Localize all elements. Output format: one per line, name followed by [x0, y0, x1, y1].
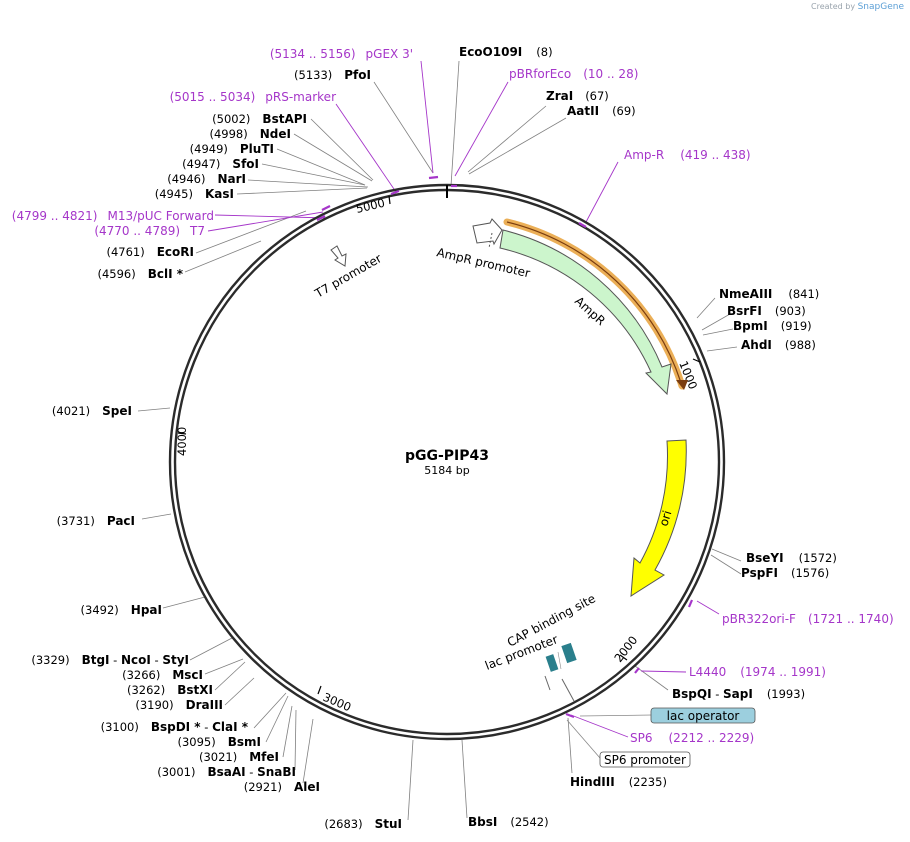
primer-label-pbrforeco: pBRforEco(10 .. 28)	[509, 67, 638, 81]
ampr-promoter-feature	[472, 218, 503, 246]
primer-leader-lines	[207, 60, 720, 738]
ori-feature	[630, 439, 687, 597]
enzyme-label-bpmi: BpmI(919)	[733, 319, 812, 333]
cap-binding-site-feature	[561, 642, 577, 664]
enzyme-label-kasi: (4945)KasI	[155, 187, 234, 201]
enzyme-label-paci: (3731)PacI	[57, 514, 135, 528]
enzyme-label-ndei: (4998)NdeI	[210, 127, 292, 141]
lac-operator-label: lac operator	[667, 709, 740, 723]
tick-label-2000: 2000	[611, 633, 640, 665]
primer-label-t7: (4770 .. 4789)T7	[94, 224, 205, 238]
primer-label-pgex3: (5134 .. 5156)pGEX 3'	[270, 47, 413, 61]
snapgene-credit: Created by SnapGene	[811, 2, 904, 12]
t7-promoter-label: T7 promoter	[312, 251, 384, 301]
enzyme-label-ahdi: AhdI(988)	[741, 338, 816, 352]
sp6-promoter-label: SP6 promoter	[604, 753, 686, 767]
primer-label-pbr322ori-f: pBR322ori-F(1721 .. 1740)	[722, 612, 894, 626]
sp6-promoter-leader	[566, 719, 601, 759]
enzyme-label-hindiii: HindIII(2235)	[570, 775, 667, 789]
enzyme-label-bseyi: BseYI(1572)	[746, 551, 837, 565]
enzyme-label-nari: (4946)NarI	[167, 172, 246, 186]
enzyme-leader-lines	[137, 60, 742, 821]
primer-binding-marks	[316, 175, 694, 719]
primer-label-m13-puc-forward: (4799 .. 4821)M13/pUC Forward	[12, 209, 214, 223]
lac-promoter-tick	[557, 651, 562, 670]
enzyme-label-pfoi: (5133)PfoI	[294, 68, 371, 82]
enzyme-label-draiii: (3190)DraIII	[135, 698, 223, 712]
plasmid-length: 5184 bp	[424, 464, 469, 477]
enzyme-label-alei: (2921)AleI	[244, 780, 320, 794]
enzyme-label-zrai: ZraI(67)	[546, 89, 609, 103]
ori-label: ori	[656, 509, 674, 528]
enzyme-label-bsrfi: BsrFI(903)	[727, 304, 806, 318]
lac-operator-leader	[579, 714, 653, 717]
tick-label-4000: 4000	[175, 427, 189, 456]
sp6-promoter-box	[599, 751, 691, 768]
enzyme-label-msci: (3266)MscI	[122, 668, 203, 682]
enzyme-label-btgi-ncoi-styi: (3329)BtgI - NcoI - StyI	[31, 653, 189, 667]
enzyme-label-bspdi-clai: (3100)BspDI * - ClaI *	[101, 720, 249, 734]
lac-promoter-leader	[544, 675, 551, 691]
plasmid-name: pGG-PIP43	[405, 448, 489, 464]
enzyme-label-ecoo109i: EcoO109I(8)	[459, 45, 553, 59]
enzyme-label-hpai: (3492)HpaI	[81, 603, 162, 617]
enzyme-label-pspfi: PspFI(1576)	[741, 566, 829, 580]
t7-promoter-feature	[330, 245, 347, 267]
cap-site-leader	[561, 678, 575, 702]
enzyme-label-ecori: (4761)EcoRI	[106, 245, 194, 259]
primer-label-amp-r: Amp-R(419 .. 438)	[624, 148, 751, 162]
enzyme-label-spei: (4021)SpeI	[52, 404, 132, 418]
enzyme-label-bspqi-sapi: BspQI - SapI(1993)	[672, 687, 805, 701]
enzyme-label-bsaai-snabi: (3001)BsaAI - SnaBI	[157, 765, 296, 779]
lac-operator-box	[650, 707, 756, 724]
enzyme-label-sfoi: (4947)SfoI	[182, 157, 259, 171]
enzyme-label-bcli: (4596)BclI *	[97, 267, 183, 281]
credit-prefix: Created by	[811, 2, 856, 11]
enzyme-label-stui: (2683)StuI	[324, 817, 402, 831]
snapgene-logo: SnapGene	[857, 2, 904, 12]
primer-label-prs-marker: (5015 .. 5034)pRS-marker	[170, 90, 336, 104]
amp-r-primer-strand	[506, 221, 683, 387]
enzyme-label-pluti: (4949)PluTI	[190, 142, 274, 156]
enzyme-label-aatii: AatII(69)	[567, 104, 636, 118]
primer-label-l4440: L4440(1974 .. 1991)	[689, 665, 826, 679]
enzyme-label-bsmi: (3095)BsmI	[177, 735, 261, 749]
lac-promoter-feature	[545, 654, 559, 672]
enzyme-label-nmeaiii: NmeAIII(841)	[719, 287, 819, 301]
primer-label-sp6: SP6(2212 .. 2229)	[630, 731, 754, 745]
enzyme-label-bstxi: (3262)BstXI	[127, 683, 213, 697]
amp-r-primer-arrowhead	[676, 380, 688, 390]
tick-label-5000: 5000	[355, 196, 387, 216]
enzyme-label-bstapi: (5002)BstAPI	[212, 112, 307, 126]
enzyme-label-bbsi: BbsI(2542)	[468, 815, 549, 829]
ampr-junction	[488, 232, 493, 249]
ampr-feature	[499, 229, 672, 396]
enzyme-label-mfei: (3021)MfeI	[199, 750, 279, 764]
